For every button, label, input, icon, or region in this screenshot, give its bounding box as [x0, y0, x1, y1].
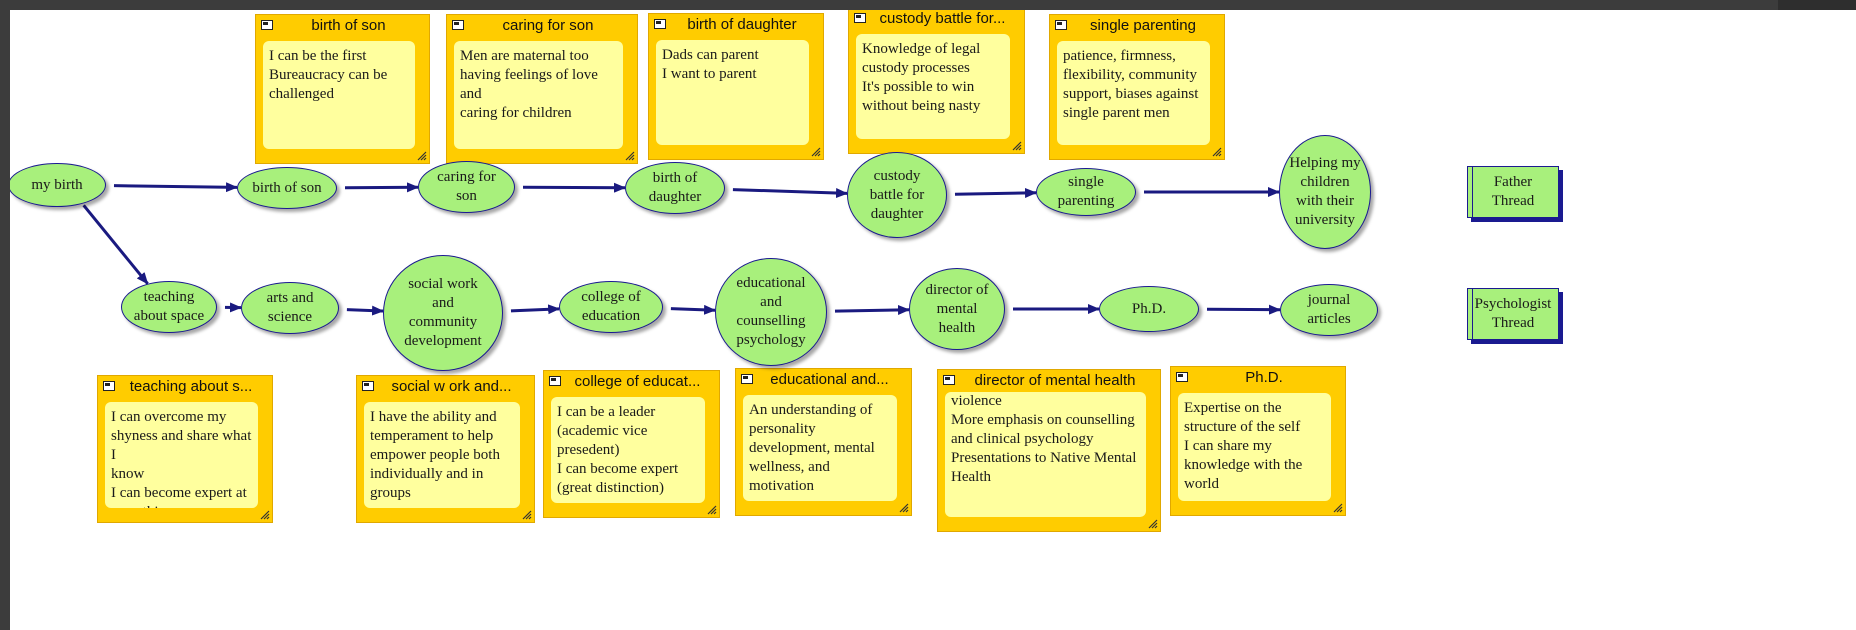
edge-my-birth-to-teaching-space[interactable]	[82, 204, 149, 285]
node-arts-science[interactable]: arts and science	[241, 282, 339, 334]
node-single-parenting[interactable]: single parenting	[1036, 168, 1136, 216]
node-caring-for-son[interactable]: caring for son	[418, 161, 515, 213]
note-title: director of mental health	[974, 372, 1136, 389]
node-birth-of-son[interactable]: birth of son	[237, 167, 337, 209]
note-social-work[interactable]: social w ork and... I have the ability a…	[356, 375, 535, 523]
note-body: I can overcome my shyness and share what…	[105, 402, 258, 508]
edges-layer	[82, 182, 1282, 316]
node-teaching-space[interactable]: teaching about space	[121, 281, 217, 333]
node-journal-articles[interactable]: journal articles	[1280, 284, 1378, 336]
psychologist-thread-box[interactable]: Psychologist Thread	[1467, 288, 1559, 340]
note-icon[interactable]	[854, 13, 866, 23]
node-college-education[interactable]: college of education	[559, 281, 663, 333]
edge-custody-battle-to-single-parenting[interactable]	[954, 187, 1038, 198]
edge-arts-science-to-social-work[interactable]	[346, 305, 385, 316]
note-title: birth of son	[311, 17, 386, 34]
note-icon[interactable]	[1176, 372, 1188, 382]
edge-college-education-to-educational-counselling[interactable]	[670, 304, 717, 315]
node-director-mental-health[interactable]: director of mental health	[909, 268, 1005, 350]
resize-icon[interactable]	[810, 146, 821, 157]
note-icon[interactable]	[103, 381, 115, 391]
note-body: violence More emphasis on counselling an…	[945, 392, 1146, 517]
note-body: An understanding of personality developm…	[743, 395, 897, 501]
note-college-education[interactable]: college of educat... I can be a leader (…	[543, 370, 720, 518]
resize-icon[interactable]	[1332, 502, 1343, 513]
node-my-birth[interactable]: my birth	[10, 163, 106, 207]
resize-icon[interactable]	[1011, 140, 1022, 151]
note-body: I can be the first Bureaucracy can be ch…	[263, 41, 415, 149]
note-icon[interactable]	[654, 19, 666, 29]
resize-icon[interactable]	[1147, 518, 1158, 529]
note-icon[interactable]	[362, 381, 374, 391]
note-caring-for-son[interactable]: caring for son Men are maternal too havi…	[446, 14, 638, 164]
edge-social-work-to-college-education[interactable]	[510, 304, 561, 315]
resize-icon[interactable]	[521, 509, 532, 520]
note-phd[interactable]: Ph.D. Expertise on the structure of the …	[1170, 366, 1346, 516]
note-body: I have the ability and temperament to he…	[364, 402, 520, 508]
edge-my-birth-to-birth-of-son[interactable]	[113, 182, 239, 193]
node-birth-of-daughter[interactable]: birth of daughter	[625, 162, 725, 214]
edge-caring-for-son-to-birth-of-daughter[interactable]	[522, 182, 627, 193]
node-educational-counselling[interactable]: educational and counselling psychology	[715, 258, 827, 366]
note-body: Knowledge of legal custody processes It'…	[856, 34, 1010, 139]
resize-icon[interactable]	[624, 150, 635, 161]
note-title: custody battle for...	[879, 10, 1006, 27]
note-custody-battle[interactable]: custody battle for... Knowledge of legal…	[848, 10, 1025, 154]
note-icon[interactable]	[261, 20, 273, 30]
note-icon[interactable]	[1055, 20, 1067, 30]
resize-icon[interactable]	[416, 150, 427, 161]
resize-icon[interactable]	[259, 509, 270, 520]
note-icon[interactable]	[549, 376, 561, 386]
note-body: Dads can parent I want to parent	[656, 40, 809, 145]
note-teaching-space[interactable]: teaching about s... I can overcome my sh…	[97, 375, 273, 523]
note-title: educational and...	[770, 371, 889, 388]
node-custody-battle[interactable]: custody battle for daughter	[847, 152, 947, 238]
node-social-work[interactable]: social work and community development	[383, 255, 503, 371]
note-director-mental-health[interactable]: director of mental health violence More …	[937, 369, 1161, 532]
note-educational-counselling[interactable]: educational and... An understanding of p…	[735, 368, 912, 516]
window-corner	[1778, 0, 1856, 10]
node-phd[interactable]: Ph.D.	[1099, 286, 1199, 332]
note-title: single parenting	[1090, 17, 1196, 34]
note-icon[interactable]	[943, 375, 955, 385]
note-title: caring for son	[502, 17, 594, 34]
note-birth-of-daughter[interactable]: birth of daughter Dads can parent I want…	[648, 13, 824, 160]
node-helping-children[interactable]: Helping my children with their universit…	[1279, 135, 1371, 249]
note-icon[interactable]	[452, 20, 464, 30]
note-title: college of educat...	[574, 373, 701, 390]
note-body: Expertise on the structure of the self I…	[1178, 393, 1331, 501]
note-title: Ph.D.	[1245, 369, 1283, 386]
note-title: social w ork and...	[391, 378, 512, 395]
note-body: Men are maternal too having feelings of …	[454, 41, 623, 149]
resize-icon[interactable]	[1211, 146, 1222, 157]
note-body: I can be a leader (academic vice presede…	[551, 397, 705, 503]
edge-educational-counselling-to-director-mental-health[interactable]	[834, 304, 911, 315]
note-title: birth of daughter	[687, 16, 797, 33]
note-single-parenting[interactable]: single parenting patience, firmness, fle…	[1049, 14, 1225, 160]
resize-icon[interactable]	[898, 502, 909, 513]
note-body: patience, firmness, flexibility, communi…	[1057, 41, 1210, 145]
resize-icon[interactable]	[706, 504, 717, 515]
note-title: teaching about s...	[129, 378, 253, 395]
note-birth-of-son[interactable]: birth of son I can be the first Bureaucr…	[255, 14, 430, 164]
note-icon[interactable]	[741, 374, 753, 384]
father-thread-box[interactable]: Father Thread	[1467, 166, 1559, 218]
edge-birth-of-daughter-to-custody-battle[interactable]	[732, 188, 849, 199]
diagram-canvas: birth of son I can be the first Bureaucr…	[10, 10, 1856, 630]
